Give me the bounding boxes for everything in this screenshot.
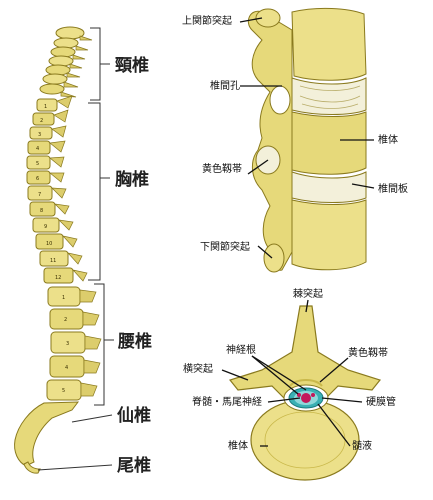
upper-vertebral-body (291, 7, 367, 81)
cervical-label: 頸椎 (115, 55, 149, 76)
intervertebral-disc-shape (291, 77, 367, 115)
label-spinous-process: 棘突起 (293, 287, 323, 300)
vertebra-axial-illustration: 棘突起 神経根 黄色靱帯 横突起 脊髄・馬尾神経 硬膜管 椎体 髄液 (183, 287, 396, 481)
foramen-opening (269, 85, 291, 115)
posterior-elements (247, 10, 293, 271)
label-cerebrospinal-fluid: 髄液 (352, 439, 372, 452)
svg-text:3: 3 (66, 341, 69, 347)
label-vertebral-body-axial: 椎体 (228, 439, 248, 452)
lower-vertebral-body (291, 199, 367, 271)
svg-text:5: 5 (62, 388, 65, 394)
label-superior-articular-process: 上関節突起 (182, 14, 232, 27)
coccyx-label: 尾椎 (117, 455, 151, 476)
label-spinal-cord-cauda-equina: 脊髄・馬尾神経 (192, 395, 262, 408)
svg-text:2: 2 (64, 317, 67, 323)
cervical-vertebrae (39, 26, 93, 98)
sacrum-label: 仙椎 (117, 405, 151, 426)
spinal-cord-shape (301, 393, 311, 403)
middle-vertebral-body (291, 111, 367, 175)
label-ligamentum-flavum-axial: 黄色靱帯 (348, 346, 388, 359)
label-dura-mater-tube: 硬膜管 (366, 395, 396, 408)
svg-text:4: 4 (65, 365, 68, 371)
svg-text:8: 8 (40, 208, 43, 214)
full-spine-illustration: 1 2 3 4 5 6 7 8 9 10 11 12 1 2 3 4 5 (14, 26, 152, 476)
inferior-articular-process-shape (263, 243, 285, 273)
lumbar-bracket (94, 283, 114, 406)
svg-text:4: 4 (36, 146, 39, 152)
coccyx-shape (23, 461, 41, 474)
svg-text:2: 2 (40, 118, 43, 124)
label-transverse-process: 横突起 (183, 362, 213, 375)
label-intervertebral-disc: 椎間板 (378, 182, 408, 195)
label-vertebral-body-side: 椎体 (378, 133, 398, 146)
svg-text:11: 11 (50, 258, 56, 264)
label-inferior-articular-process: 下関節突起 (200, 240, 250, 253)
svg-text:12: 12 (55, 275, 61, 281)
label-ligamentum-flavum-side: 黄色靱帯 (202, 162, 242, 175)
cervical-bracket (90, 27, 110, 101)
superior-articular-process-shape (255, 8, 281, 28)
sacrum-pointer (71, 414, 113, 423)
lumbar-vertebrae: 1 2 3 4 5 (46, 286, 102, 401)
svg-text:10: 10 (46, 241, 52, 247)
svg-text:6: 6 (36, 176, 39, 182)
svg-text:3: 3 (38, 132, 41, 138)
svg-text:1: 1 (62, 295, 65, 301)
thoracic-vertebrae: 1 2 3 4 5 6 7 8 9 10 11 12 (26, 95, 88, 284)
thoracic-bracket (88, 102, 110, 281)
vertebra-segment-illustration: 上関節突起 椎間孔 黄色靱帯 椎体 椎間板 下関節突起 (182, 7, 408, 273)
svg-text:9: 9 (44, 224, 47, 230)
lumbar-label: 腰椎 (118, 331, 152, 352)
svg-text:5: 5 (36, 161, 39, 167)
svg-text:7: 7 (38, 192, 41, 198)
sacrum-shape (14, 401, 80, 467)
thoracic-label: 胸椎 (115, 169, 149, 190)
label-intervertebral-foramen: 椎間孔 (210, 79, 240, 92)
svg-text:1: 1 (44, 104, 47, 110)
coccyx-pointer (37, 464, 113, 471)
label-nerve-root: 神経根 (226, 343, 256, 356)
